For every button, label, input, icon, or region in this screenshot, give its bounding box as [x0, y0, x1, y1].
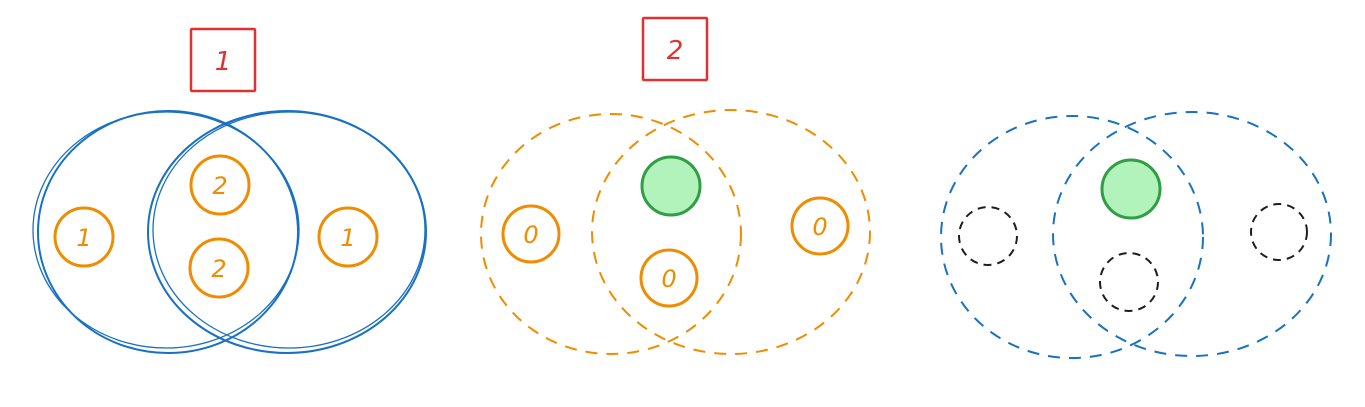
panel-3: [940, 111, 1332, 359]
panel-2: 0 0 0: [480, 109, 871, 355]
step-label-2-text: 2: [667, 36, 684, 66]
node-circle: [53, 206, 115, 268]
node: [958, 206, 1018, 266]
node: [1250, 203, 1308, 261]
venn-set-left: [480, 113, 742, 355]
node-circle: [639, 248, 699, 308]
node-circle: [188, 237, 250, 299]
venn-set-right: [1052, 111, 1332, 357]
panel-1: 1 2 2 1: [32, 110, 427, 354]
node-label: 2: [211, 255, 226, 283]
node-label: 0: [661, 265, 676, 293]
node-circle: [189, 154, 251, 216]
node: [640, 155, 702, 217]
step-label-2: 2: [641, 16, 709, 82]
node-circle-empty: [1099, 252, 1159, 312]
node-circle: [501, 204, 561, 264]
venn-set-right: [591, 109, 871, 355]
node: 0: [501, 204, 561, 264]
node: 0: [639, 248, 699, 308]
venn-set-left: [940, 115, 1204, 359]
node: 1: [317, 206, 379, 268]
venn-set-left: [37, 110, 299, 354]
node-circle-empty: [1250, 203, 1308, 261]
step-label-1-text: 1: [215, 47, 232, 77]
node: 2: [188, 237, 250, 299]
node-label: 1: [340, 224, 355, 252]
node: [1099, 252, 1159, 312]
node-circle: [790, 196, 850, 256]
node-circle-selected: [640, 155, 702, 217]
node-circle-selected: [1100, 158, 1162, 220]
node: [1100, 158, 1162, 220]
node-circle: [317, 206, 379, 268]
step-label-1-box: [189, 27, 257, 93]
step-label-2-box: [641, 16, 709, 82]
node-label: 0: [523, 221, 538, 249]
venn-set-left-sketch: [32, 111, 300, 349]
step-label-1: 1: [189, 27, 257, 93]
node-label: 2: [212, 172, 227, 200]
node-circle-empty: [958, 206, 1018, 266]
node: 2: [189, 154, 251, 216]
node: 1: [53, 206, 115, 268]
node: 0: [790, 196, 850, 256]
node-label: 0: [812, 213, 827, 241]
venn-set-right: [147, 110, 427, 354]
venn-set-right-sketch: [152, 111, 426, 349]
node-label: 1: [76, 224, 91, 252]
